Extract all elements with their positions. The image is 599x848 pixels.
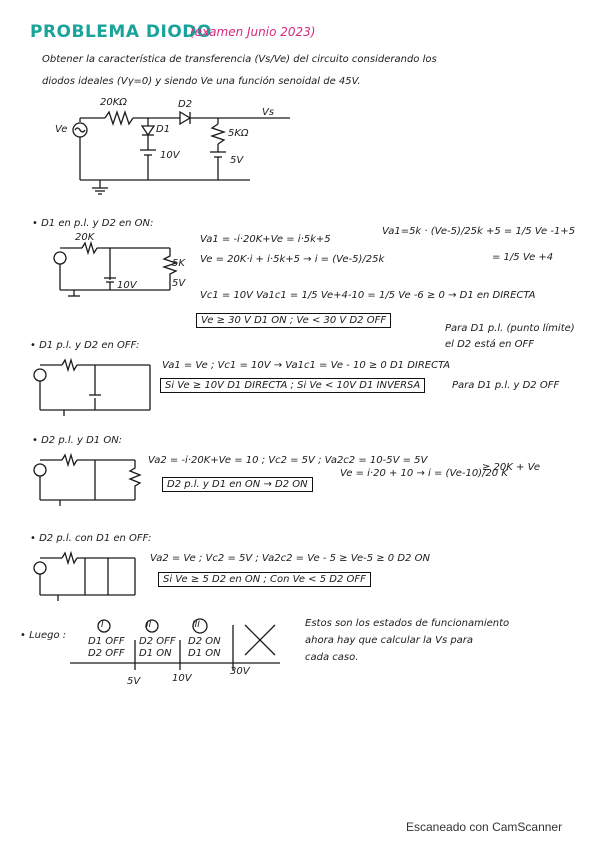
case1-eq1: Va1 = -i·20K+Ve = i·5k+5: [200, 234, 331, 245]
case4-result-box: Si Ve ≥ 5 D2 en ON ; Con Ve < 5 D2 OFF: [158, 572, 371, 587]
summary-label: • Luego :: [20, 630, 67, 641]
case1-result-box: Ve ≥ 30 V D1 ON ; Ve < 30 V D2 OFF: [196, 313, 392, 328]
summary-col1-a: D1 OFF: [88, 636, 125, 647]
statement-line-1: Obtener la característica de transferenc…: [42, 54, 437, 65]
summary-col2-number: II: [146, 620, 152, 630]
summary-col2-a: D2 OFF: [139, 636, 176, 647]
case3-eq2: Ve = i·20 + 10 → i = (Ve-10)/20 K: [340, 468, 508, 479]
main-10v-label: 10V: [160, 150, 180, 161]
main-d2-label: D2: [178, 99, 193, 110]
summary-col2-b: D1 ON: [139, 648, 172, 659]
summary-col1-b: D2 OFF: [88, 648, 125, 659]
summary-tick-10v: 10V: [172, 673, 192, 684]
case3-heading: • D2 p.l. y D1 ON:: [32, 435, 123, 446]
case3-result-box: D2 p.l. y D1 en ON → D2 ON: [162, 477, 313, 492]
summary-note-line-1: Estos son los estados de funcionamiento: [305, 618, 510, 629]
case3-eq3: ≥ 20K + Ve: [482, 462, 540, 473]
case2-note: Para D1 p.l. y D2 OFF: [452, 380, 560, 391]
main-5v-label: 5V: [230, 155, 244, 166]
case3-eq1: Va2 = -i·20K+Ve = 10 ; Vc2 = 5V ; Va2c2 …: [148, 455, 428, 466]
statement-line-2: diodos ideales (Vγ=0) y siendo Ve una fu…: [42, 76, 361, 87]
main-d1-label: D1: [156, 124, 171, 135]
case1-eq2: Va1=5k · (Ve-5)/25k +5 = 1/5 Ve -1+5: [382, 226, 576, 237]
main-vs-label: Vs: [262, 107, 275, 118]
summary-tick-30v: 30V: [230, 666, 250, 677]
case1-10v-label: 10V: [117, 280, 137, 291]
main-r1-label: 20KΩ: [100, 97, 127, 108]
case1-eq4: = 1/5 Ve +4: [492, 252, 554, 263]
page-title: PROBLEMA DIODO: [30, 22, 212, 42]
case1-5k-label: 5K: [172, 258, 185, 269]
summary-tick-5v: 5V: [127, 676, 141, 687]
case1-5v-label: 5V: [172, 278, 186, 289]
summary-col3-a: D2 ON: [188, 636, 221, 647]
summary-col1-number: I: [101, 620, 104, 630]
case2-heading: • D1 p.l. y D2 en OFF:: [30, 340, 140, 351]
case1-heading: • D1 en p.l. y D2 en ON:: [32, 218, 154, 229]
main-r2-label: 5KΩ: [228, 128, 249, 139]
case2-eq1: Va1 = Ve ; Vc1 = 10V → Va1c1 = Ve - 10 ≥…: [162, 360, 451, 371]
case1-note-line-2: el D2 está en OFF: [445, 339, 534, 350]
main-ve-label: Ve: [55, 124, 68, 135]
case1-eq3: Ve = 20K·i + i·5k+5 → i = (Ve-5)/25k: [200, 254, 385, 265]
case1-r-label: 20K: [75, 232, 95, 243]
page-subtitle: (examen Junio 2023): [190, 25, 316, 39]
summary-note-line-2: ahora hay que calcular la Vs para: [305, 635, 474, 646]
case2-result-box: Si Ve ≥ 10V D1 DIRECTA ; Si Ve < 10V D1 …: [160, 378, 426, 393]
case1-note-line-1: Para D1 p.l. (punto límite): [445, 323, 575, 334]
summary-note-line-3: cada caso.: [305, 652, 359, 663]
summary-col3-b: D1 ON: [188, 648, 221, 659]
case4-heading: • D2 p.l. con D1 en OFF:: [30, 533, 152, 544]
scanner-watermark: Escaneado con CamScanner: [406, 820, 563, 834]
case1-eq5: Vc1 = 10V Va1c1 = 1/5 Ve+4-10 = 1/5 Ve -…: [200, 290, 536, 301]
case4-eq1: Va2 = Ve ; Vc2 = 5V ; Va2c2 = Ve - 5 ≥ V…: [150, 553, 430, 564]
summary-col3-number: III: [192, 620, 200, 630]
